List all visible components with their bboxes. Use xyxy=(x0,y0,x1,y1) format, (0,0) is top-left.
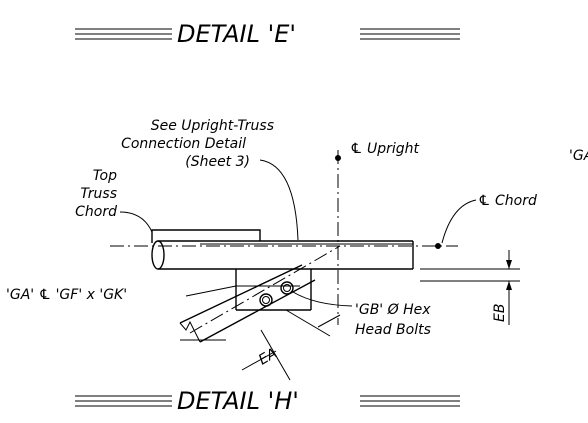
bolt-2 xyxy=(280,281,294,295)
dim-eb: EB xyxy=(420,250,520,325)
chord-label: Chord xyxy=(75,204,117,220)
plate-callout-label: 'GA' ℄ 'GF' x 'GK' xyxy=(6,287,127,303)
dim-ea: EA xyxy=(241,309,341,381)
bolt-1 xyxy=(259,293,273,307)
cl-chord-leader xyxy=(441,199,477,244)
diagonal-brace xyxy=(179,245,341,343)
detail-h-title: DETAIL 'H' xyxy=(75,387,460,415)
see-upright-leader xyxy=(259,159,299,241)
truss-label: Truss xyxy=(80,186,117,202)
cut-off-label: 'GA xyxy=(569,148,588,164)
cl-chord-dot xyxy=(435,243,441,249)
connection-block xyxy=(151,229,413,245)
cl-upright-label: ℄ Upright xyxy=(350,141,420,157)
bolts-label: 'GB' Ø Hex xyxy=(355,302,431,318)
cl-chord-label: ℄ Chord xyxy=(478,193,537,209)
detail-e-title: DETAIL 'E' xyxy=(75,20,460,48)
top-truss-label: Top xyxy=(93,168,117,184)
see-upright-truss-label: See Upright-Truss xyxy=(151,118,274,134)
detail-h-title-text: DETAIL 'H' xyxy=(177,387,299,415)
hex-bolts xyxy=(259,281,294,307)
plate-callout-leader xyxy=(185,285,237,297)
cl-upright-dot xyxy=(335,155,341,161)
dim-ea-label: EA xyxy=(256,345,280,368)
top-truss-leader xyxy=(119,211,153,233)
detail-e-title-text: DETAIL 'E' xyxy=(177,20,296,48)
bolts-leader xyxy=(292,291,353,307)
sheet-3-label: (Sheet 3) xyxy=(185,154,250,170)
dim-eb-label: EB xyxy=(492,304,508,322)
head-bolts-label: Head Bolts xyxy=(355,322,431,338)
truss-chord-pipe xyxy=(151,240,414,270)
clamp-plate xyxy=(235,269,312,311)
connection-detail-label: Connection Detail xyxy=(121,136,246,152)
